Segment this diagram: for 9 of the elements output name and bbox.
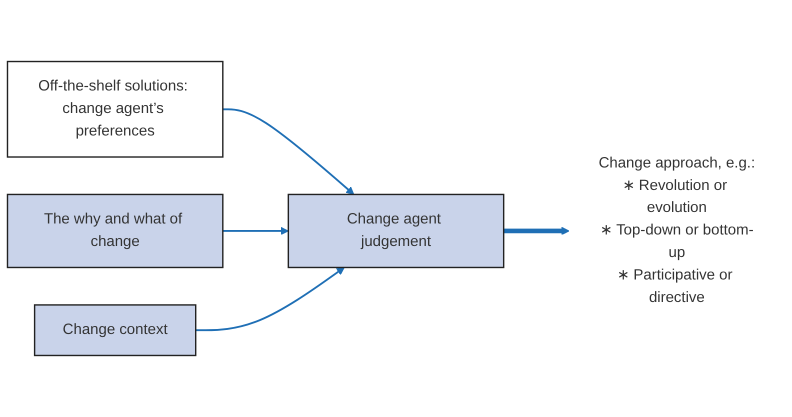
arrow [196, 267, 345, 332]
arrow [222, 226, 289, 236]
arrow [222, 108, 354, 195]
node-text: Change approach, e.g.: ∗ Revolution or evolution ∗ Top-down or bottom-up ∗ Participative or directive [598, 155, 756, 306]
node-box: Off-the-shelf solutions: change agent’s preferences [6, 60, 224, 158]
node-box: Change agent judgement [288, 194, 504, 268]
node-box: The why and what of change [6, 194, 224, 268]
arrow [504, 226, 570, 236]
node-box: Change context [34, 304, 196, 356]
